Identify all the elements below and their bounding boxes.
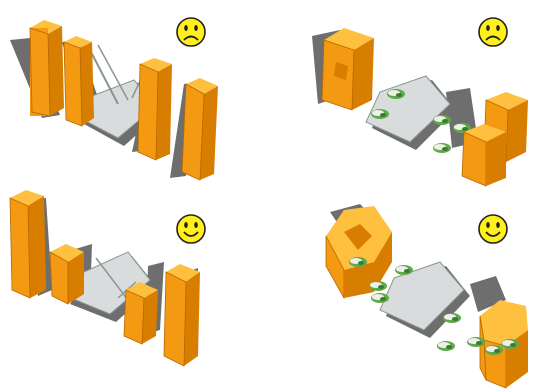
scene-top-left	[10, 18, 218, 180]
building	[164, 264, 200, 366]
building	[30, 20, 64, 116]
scene-bottom-left	[10, 190, 205, 366]
building	[10, 190, 46, 298]
smile-icon	[479, 215, 507, 243]
scene-top-right	[312, 18, 528, 186]
scene-bottom-right	[326, 204, 528, 388]
building	[124, 282, 158, 344]
building	[64, 36, 94, 126]
building	[138, 58, 172, 160]
frown-icon	[177, 18, 205, 46]
building	[322, 28, 374, 110]
building	[182, 78, 218, 180]
smile-icon	[177, 215, 205, 243]
building	[50, 244, 84, 304]
frown-icon	[479, 18, 507, 46]
plaza	[380, 262, 470, 338]
